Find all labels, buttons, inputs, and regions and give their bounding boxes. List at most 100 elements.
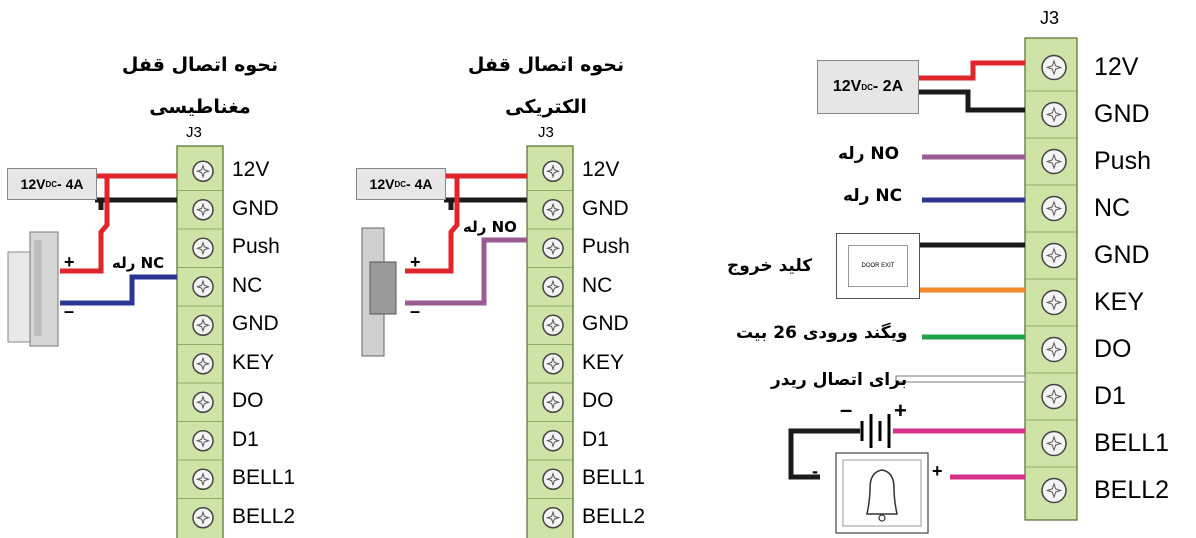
electric-purple-no-wire	[405, 237, 527, 306]
electric-terminal-label-push: Push	[582, 235, 630, 259]
magnetic-screw-9	[192, 468, 214, 490]
magnetic-connector-label: J3	[186, 124, 202, 141]
main-terminal-label-key: KEY	[1094, 287, 1145, 316]
battery-minus-sign: –	[840, 397, 853, 422]
magnetic-lock-armature	[7, 251, 33, 343]
main-screw-2	[1041, 101, 1067, 128]
magnetic-terminal-label-key: KEY	[232, 350, 275, 374]
magnetic-terminal-label-bell2: BELL2	[232, 504, 296, 528]
main-terminal-label-bell2: BELL2	[1094, 475, 1170, 504]
magnetic-terminal-label-d1: D1	[232, 427, 259, 451]
electric-screw-2	[542, 199, 564, 221]
main-screw-7	[1041, 336, 1067, 363]
electric-plus-sign: +	[410, 252, 421, 272]
electric-terminal-label-bell2: BELL2	[582, 504, 646, 528]
main-screw-8	[1041, 383, 1067, 410]
electric-title-line2: الکتریکی	[505, 96, 587, 118]
electric-terminal-label-gnd: GND	[582, 312, 629, 336]
magnetic-screw-7	[192, 391, 214, 413]
electric-strike-body	[369, 261, 397, 315]
main-connector-label: J3	[1040, 8, 1060, 28]
main-screw-10	[1041, 477, 1067, 504]
magnetic-blue-nc-wire	[60, 274, 177, 306]
main-terminal-label-d1: D1	[1094, 381, 1126, 410]
battery-plus-sign: +	[894, 398, 907, 423]
electric-title-line1: نحوه اتصال قفل	[467, 54, 625, 76]
exit-key-label: کلید خروج	[727, 256, 813, 276]
magnetic-screw-6	[192, 353, 214, 375]
bell-icon	[866, 469, 898, 515]
main-screw-6	[1041, 289, 1067, 316]
electric-terminal-label-do: DO	[582, 389, 614, 413]
magnetic-screw-1	[192, 160, 214, 182]
magnetic-terminal-label-push: Push	[232, 235, 280, 259]
main-terminal-label-do: DO	[1094, 334, 1132, 363]
electric-relay-label: NO رله	[463, 218, 517, 236]
electric-minus-sign: –	[410, 301, 421, 321]
magnetic-title: نحوه اتصال قفل مغناطیسی	[100, 44, 300, 128]
electric-title: نحوه اتصال قفل الکتریکی	[446, 44, 646, 128]
main-terminal-label-gnd: GND	[1094, 240, 1150, 269]
magnetic-terminal-label-do: DO	[232, 389, 264, 413]
magnetic-terminal-label-gnd: GND	[232, 312, 279, 336]
main-relay-nc-label: NC رله	[843, 186, 903, 206]
magnetic-minus-sign: –	[64, 301, 75, 321]
electric-connector-label: J3	[538, 124, 554, 141]
electric-screw-1	[542, 160, 564, 182]
main-screw-3	[1041, 148, 1067, 175]
electric-screw-7	[542, 391, 564, 413]
bell-icon-clapper	[878, 514, 886, 522]
main-black-gnd-wire	[917, 89, 1025, 113]
electric-screw-9	[542, 468, 564, 490]
main-white-d1-wire	[895, 375, 1026, 383]
magnetic-title-line2: مغناطیسی	[149, 96, 251, 118]
magnetic-lock-shade	[34, 240, 42, 336]
main-terminal-label-gnd: GND	[1094, 99, 1150, 128]
main-red-12v-wire	[917, 60, 1025, 81]
magnetic-terminal-label-12v: 12V	[232, 158, 270, 182]
magnetic-title-line1: نحوه اتصال قفل	[121, 54, 279, 76]
magnetic-plus-sign: +	[64, 252, 75, 272]
electric-terminal-label-key: KEY	[582, 350, 625, 374]
electric-screw-5	[542, 314, 564, 336]
magnetic-screw-10	[192, 507, 214, 529]
electric-screw-4	[542, 276, 564, 298]
main-relay-no-label: NO رله	[838, 144, 900, 164]
magnetic-red-lock-wire	[60, 176, 110, 274]
magnetic-screw-3	[192, 237, 214, 259]
main-terminal-label-push: Push	[1094, 146, 1151, 175]
magnetic-screw-4	[192, 276, 214, 298]
electric-terminal-label-nc: NC	[582, 273, 613, 297]
main-screw-5	[1041, 242, 1067, 269]
door-exit-button: DOOR EXIT	[836, 233, 920, 299]
magnetic-screw-5	[192, 314, 214, 336]
electric-screw-10	[542, 507, 564, 529]
electric-screw-6	[542, 353, 564, 375]
magnetic-terminal-label-bell1: BELL1	[232, 466, 296, 490]
main-terminal-label-12v: 12V	[1094, 52, 1139, 81]
bell-icon-inner	[842, 459, 922, 527]
reader-label: برای اتصال ریدر	[771, 370, 908, 390]
door-exit-button-face: DOOR EXIT	[848, 245, 908, 287]
magnetic-terminal-label-gnd: GND	[232, 196, 279, 220]
electric-screw-3	[542, 237, 564, 259]
main-screw-1	[1041, 54, 1067, 81]
main-screw-4	[1041, 195, 1067, 222]
electric-red-lock-wire	[405, 176, 460, 274]
electric-terminal-label-bell1: BELL1	[582, 466, 646, 490]
magnetic-screw-8	[192, 430, 214, 452]
main-screw-9	[1041, 430, 1067, 457]
main-battery-bell-wire	[788, 428, 860, 480]
electric-terminal-label-gnd: GND	[582, 196, 629, 220]
magnetic-screw-2	[192, 199, 214, 221]
bell-icon-frame	[835, 452, 929, 534]
magnetic-terminal-label-nc: NC	[232, 273, 263, 297]
main-terminal-label-nc: NC	[1094, 193, 1131, 222]
electric-screw-8	[542, 430, 564, 452]
wiegand-label: ویگند ورودی 26 بیت	[736, 323, 908, 343]
bell-plus-sign: +	[932, 461, 943, 481]
